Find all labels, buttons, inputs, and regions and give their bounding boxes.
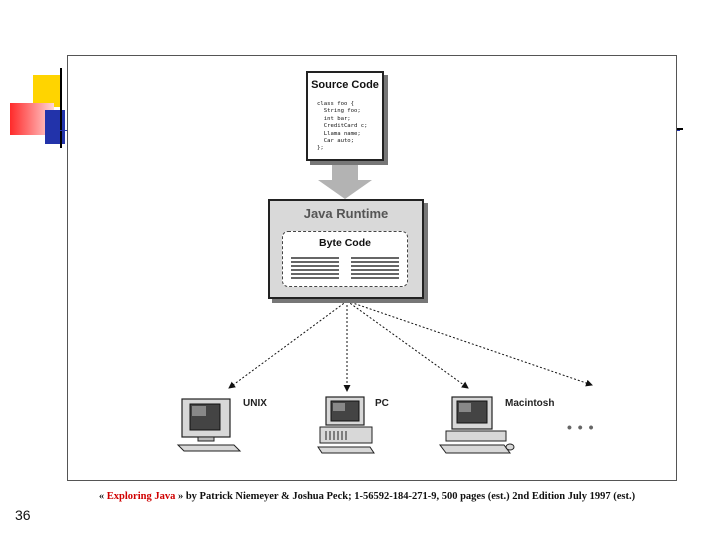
arrow-to-unix: [228, 300, 348, 389]
citation: « Exploring Java » by Patrick Niemeyer &…: [0, 491, 720, 502]
java-runtime-title: Java Runtime: [303, 206, 389, 221]
citation-details: » by Patrick Niemeyer & Joshua Peck; 1-5…: [175, 491, 636, 502]
decorative-vertical-line: [60, 68, 62, 148]
byte-code-box: Byte Code: [282, 231, 408, 287]
macintosh-icon: [439, 396, 515, 454]
byte-code-title: Byte Code: [319, 237, 371, 249]
arrow-to-macintosh: [346, 300, 469, 389]
source-code-title: Source Code: [311, 79, 379, 91]
more-platforms-ellipsis: • • •: [567, 419, 595, 435]
unix-label: UNIX: [243, 398, 267, 409]
citation-title: Exploring Java: [106, 491, 176, 502]
arrow-to-others: [346, 300, 593, 387]
byte-code-lines-right: [351, 257, 399, 281]
decorative-dash: [677, 128, 683, 130]
macintosh-label: Macintosh: [505, 398, 555, 409]
source-code-listing: class foo { String foo; int bar; CreditC…: [317, 101, 368, 152]
java-runtime-box: Java Runtime Byte Code: [268, 199, 424, 299]
unix-workstation-icon: [176, 398, 242, 452]
byte-code-lines-left: [291, 257, 339, 281]
citation-open-quote: «: [98, 491, 107, 502]
compile-arrow: [318, 164, 372, 199]
pc-label: PC: [375, 398, 389, 409]
decorative-yellow-square: [33, 75, 61, 107]
pc-icon: [317, 396, 375, 454]
source-code-box: Source Code class foo { String foo; int …: [306, 71, 384, 161]
slide-number: 36: [15, 507, 31, 523]
